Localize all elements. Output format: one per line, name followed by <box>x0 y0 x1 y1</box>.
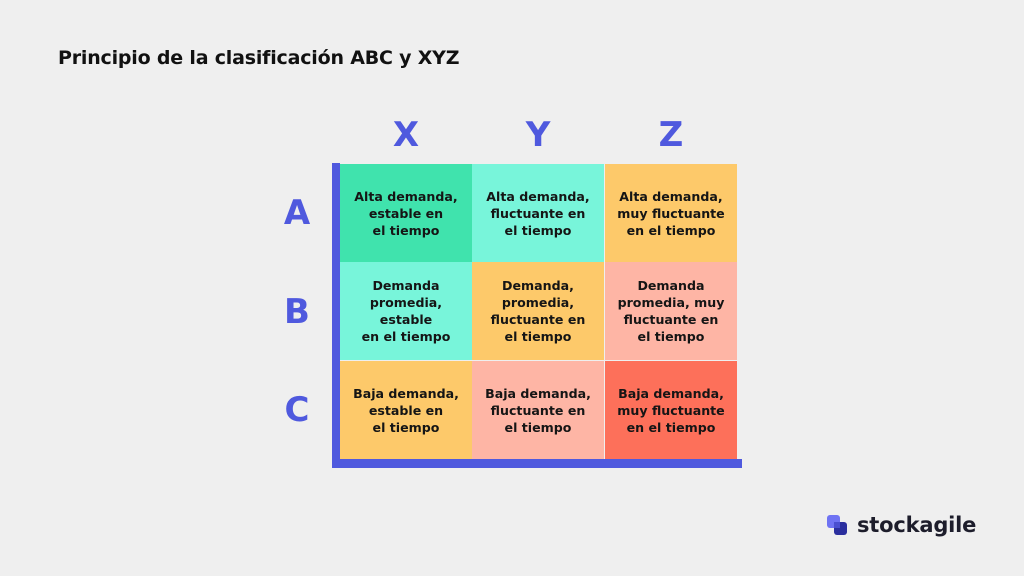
horizontal-axis-line <box>332 459 742 468</box>
column-header-y: Y <box>525 115 551 155</box>
cell-a-y-text: Alta demanda, fluctuante en el tiempo <box>486 188 590 238</box>
column-header-x: X <box>392 115 420 155</box>
cell-b-y: Demanda, promedia, fluctuante en el tiem… <box>472 262 604 360</box>
cell-b-z-text: Demanda promedia, muy fluctuante en el t… <box>617 278 725 344</box>
page-title: Principio de la clasificación ABC y XYZ <box>58 47 460 69</box>
cell-b-z: Demanda promedia, muy fluctuante en el t… <box>605 262 737 360</box>
cell-a-z-text: Alta demanda, muy fluctuante en el tiemp… <box>617 188 725 238</box>
column-header-z: Z <box>658 115 684 155</box>
cell-a-y: Alta demanda, fluctuante en el tiempo <box>472 164 604 262</box>
brand-logo: stockagile <box>825 510 976 540</box>
row-header-b: B <box>284 292 310 332</box>
cell-c-x: Baja demanda, estable en el tiempo <box>340 361 472 459</box>
cell-c-y-text: Baja demanda, fluctuante en el tiempo <box>485 385 591 435</box>
stockagile-logo-icon <box>827 515 847 535</box>
cell-b-x-text: Demanda promedia, estable en el tiempo <box>361 278 451 344</box>
row-header-a: A <box>283 193 311 233</box>
cell-c-x-text: Baja demanda, estable en el tiempo <box>353 385 459 435</box>
cell-b-y-text: Demanda, promedia, fluctuante en el tiem… <box>490 278 586 344</box>
cell-a-x: Alta demanda, estable en el tiempo <box>340 164 472 262</box>
cell-c-z: Baja demanda, muy fluctuante en el tiemp… <box>605 361 737 459</box>
cell-c-z-text: Baja demanda, muy fluctuante en el tiemp… <box>617 385 725 435</box>
cell-a-z: Alta demanda, muy fluctuante en el tiemp… <box>605 164 737 262</box>
cell-a-x-text: Alta demanda, estable en el tiempo <box>354 188 458 238</box>
cell-b-x: Demanda promedia, estable en el tiempo <box>340 262 472 360</box>
cell-c-y: Baja demanda, fluctuante en el tiempo <box>472 361 604 459</box>
logo-text: stockagile <box>857 513 977 537</box>
row-header-c: C <box>284 390 310 430</box>
vertical-axis-line <box>332 163 340 468</box>
